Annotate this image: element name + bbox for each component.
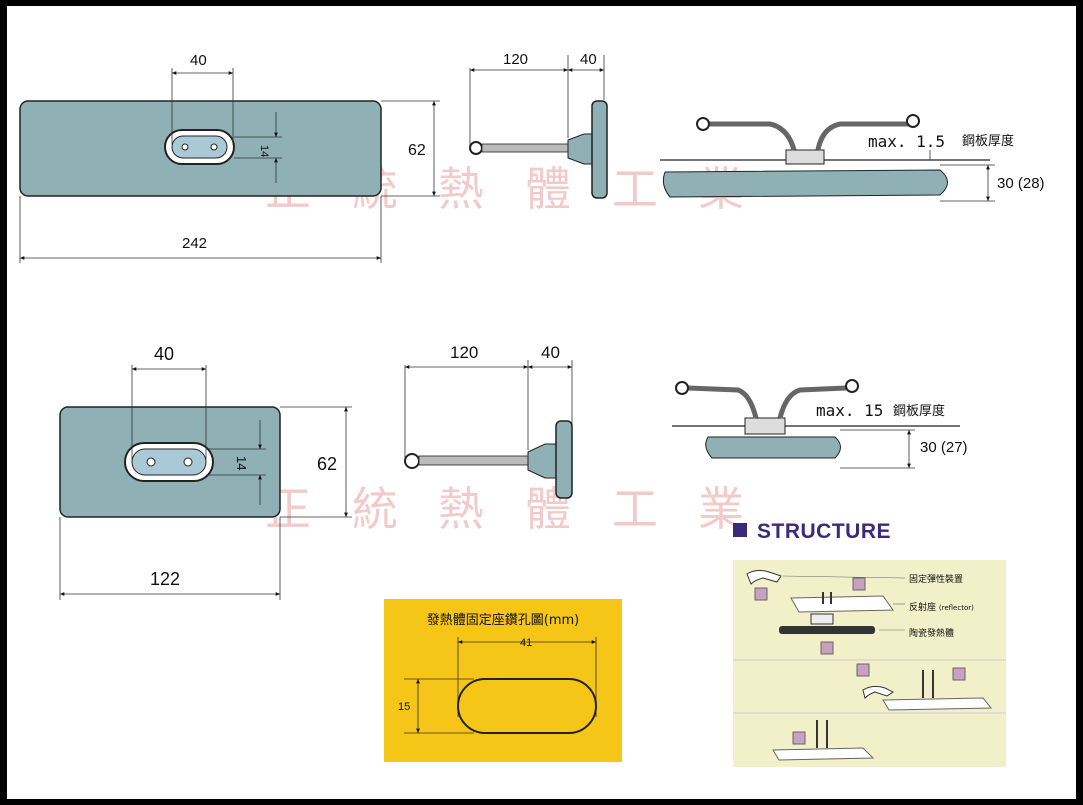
drill-chart-drawing: 41 15 <box>398 637 597 734</box>
bottom-side-view: 120 40 <box>404 343 573 499</box>
drill-chart-panel: 發熱體固定座鑽孔圖(mm) 41 15 <box>384 599 622 762</box>
heading-square-icon <box>733 523 747 537</box>
dim-slot-height: 14 <box>234 456 249 470</box>
step-1-badge <box>820 641 834 655</box>
dim-head: 40 <box>580 51 597 68</box>
dim-lead: 120 <box>450 343 478 362</box>
mount-clip <box>785 149 825 165</box>
top-front-view: 40 14 62 242 <box>19 52 440 263</box>
max-thickness-label: max. 15 <box>816 401 883 420</box>
heater-profile <box>555 420 573 499</box>
step-2-badge <box>852 577 866 591</box>
dim-head: 40 <box>541 343 560 362</box>
heater-body-section <box>705 436 841 459</box>
lead-eyelet <box>469 141 483 155</box>
step-3-badge <box>792 731 806 745</box>
terminal-hole <box>146 457 156 467</box>
terminal-hole <box>210 143 218 151</box>
heater-profile <box>591 100 608 199</box>
ceramic-heater <box>779 626 875 634</box>
lead-wire-left <box>708 121 797 151</box>
dim-height: 62 <box>408 142 426 159</box>
watermark-char: 體 <box>525 162 571 216</box>
label-ceramic-heater: 陶瓷發熱體 <box>909 629 955 639</box>
watermark-char: 工 <box>612 162 658 216</box>
top-side-view: 120 40 <box>469 51 608 199</box>
dim-height: 62 <box>317 454 337 474</box>
label-reflector: 反射座 (reflector) <box>909 603 974 613</box>
watermark-char: 工 <box>612 482 658 536</box>
lead-wire-left <box>687 385 759 419</box>
mount-slot-inner <box>171 135 228 159</box>
lead-wire <box>418 455 530 466</box>
lead-eyelet <box>675 381 689 395</box>
structure-panel: 固定彈性裝置 反射座 (reflector) 陶瓷發熱體 <box>733 560 1006 767</box>
max-thickness-label: max. 1.5 <box>868 132 945 151</box>
watermark-char: 熱 <box>438 162 484 216</box>
dim-lead: 120 <box>503 51 528 68</box>
install-height: 30 (27) <box>920 439 968 456</box>
top-install-view: max. 1.5 鋼板厚度 30 (28) <box>660 114 1045 202</box>
lead-eyelet <box>404 453 420 469</box>
lead-wire-right <box>777 385 847 419</box>
watermark-char: 統 <box>352 482 398 536</box>
terminal-hole <box>183 457 193 467</box>
lead-wire-right <box>815 121 910 151</box>
terminal-stem <box>567 133 593 165</box>
plate-thickness-label: 鋼板厚度 <box>962 133 1014 149</box>
lead-eyelet <box>696 117 710 131</box>
lead-eyelet <box>906 114 920 128</box>
bottom-install-view: max. 15 鋼板厚度 30 (27) <box>672 379 968 469</box>
socket-block <box>810 613 834 625</box>
watermark-bottom: 正 統 熱 體 工 業 <box>265 482 744 536</box>
step-3-badge <box>952 667 966 681</box>
bottom-front-view: 40 14 62 122 <box>59 344 352 600</box>
drill-chart-title: 發熱體固定座鑽孔圖(mm) <box>426 613 580 628</box>
reflector-plate <box>790 595 894 613</box>
watermark-char: 熱 <box>438 482 484 536</box>
reflector-plate <box>882 697 993 711</box>
spring-clip <box>746 569 782 585</box>
lead-eyelet <box>845 379 859 393</box>
dim-length: 122 <box>150 569 180 589</box>
step-3-badge <box>754 587 768 601</box>
drill-dim-height: 15 <box>398 701 410 713</box>
install-height: 30 (28) <box>997 175 1045 192</box>
terminal-hole <box>181 143 189 151</box>
structure-drawing <box>733 569 1006 761</box>
plate-thickness-label: 鋼板厚度 <box>893 403 945 419</box>
lead-wire <box>481 143 571 153</box>
step-3-badge <box>856 663 870 677</box>
dim-slot-width: 40 <box>190 52 207 69</box>
structure-heading: STRUCTURE <box>733 520 891 544</box>
structure-heading-text: STRUCTURE <box>757 520 891 543</box>
drill-hole-outline <box>457 678 597 734</box>
dim-slot-width: 40 <box>154 344 174 364</box>
label-spring-device: 固定彈性裝置 <box>909 575 964 585</box>
drill-dim-width: 41 <box>520 637 532 649</box>
dim-length: 242 <box>182 235 207 252</box>
heater-body-section <box>662 169 948 198</box>
terminal-stem <box>527 443 557 479</box>
reflector-plate <box>772 747 875 761</box>
mount-slot-inner <box>131 448 207 476</box>
spring-clip <box>862 685 894 699</box>
mount-clip <box>744 417 786 435</box>
dim-slot-height: 14 <box>258 145 270 157</box>
